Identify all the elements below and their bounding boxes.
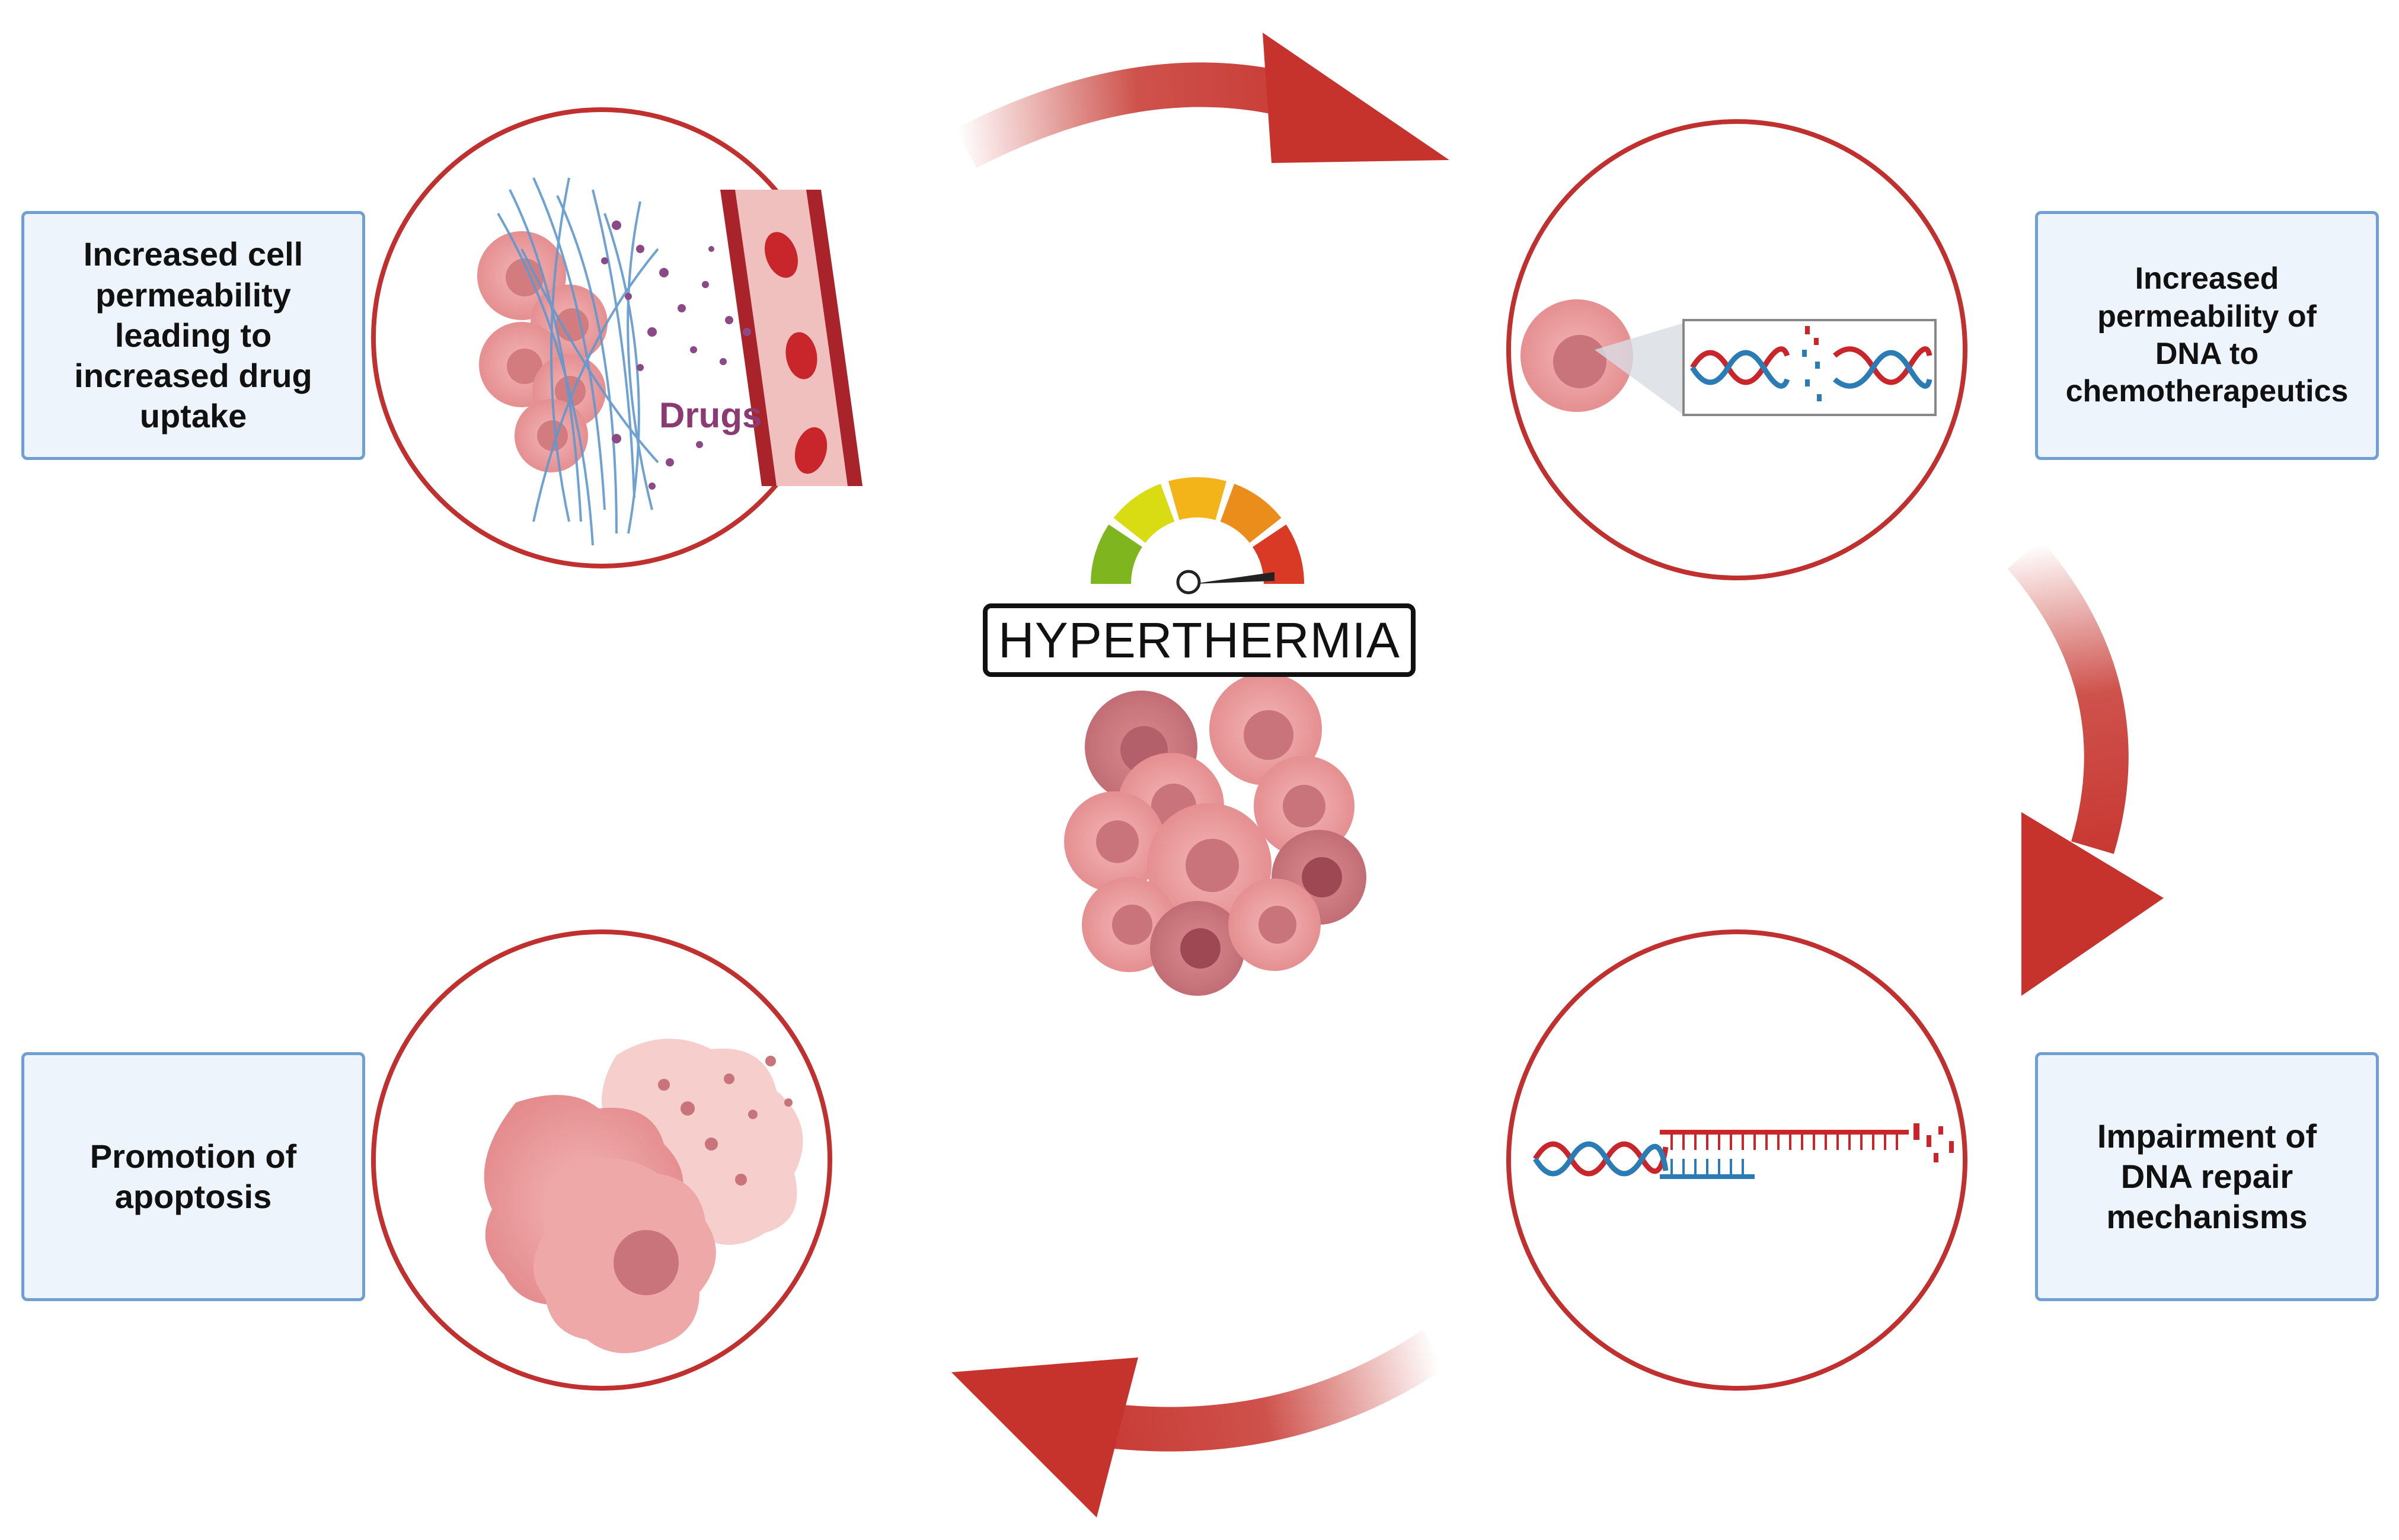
temperature-gauge [1091,477,1304,595]
gauge-segment-orange [1220,484,1282,543]
broken-fragments [1914,1123,1954,1162]
dna-repair-illustration [1533,1123,1954,1179]
gauge-needle [1176,570,1274,595]
apoptosis-illustration [484,1039,803,1353]
step-drug-uptake-box: Increased cell permeability leading to i… [21,211,365,460]
arrow-top [956,33,1449,168]
drug-uptake-illustration [477,177,863,546]
drugs-label: Drugs [659,395,762,435]
tumor-cluster-illustration [1064,673,1366,996]
dna-permeability-illustration [1520,299,1937,416]
dna-helix-left [1690,346,1790,389]
arrow-bottom [951,1330,1447,1517]
gauge-segment-amber [1168,477,1227,520]
drug-particles [601,221,751,490]
hyperthermia-title: HYPERTHERMIA [983,603,1416,677]
apoptotic-bodies [658,1056,793,1186]
fibers-illustration [497,177,659,546]
arrow-right [2007,539,2164,996]
gauge-segment-yellow [1113,484,1175,543]
blood-vessel-illustration [720,190,863,486]
dna-fragments [1802,326,1822,401]
step-apoptosis-box: Promotion of apoptosis [21,1052,365,1301]
dna-helix-right [1833,346,1932,389]
gauge-segment-red [1253,524,1304,584]
circle-dna-repair [1506,929,1967,1391]
step-dna-repair-box: Impairment of DNA repair mechanisms [2035,1052,2379,1301]
repair-strand-teeth [1670,1132,1898,1150]
step-dna-permeability-box: Increased permeability of DNA to chemoth… [2035,211,2379,460]
gauge-segment-green [1091,524,1142,584]
